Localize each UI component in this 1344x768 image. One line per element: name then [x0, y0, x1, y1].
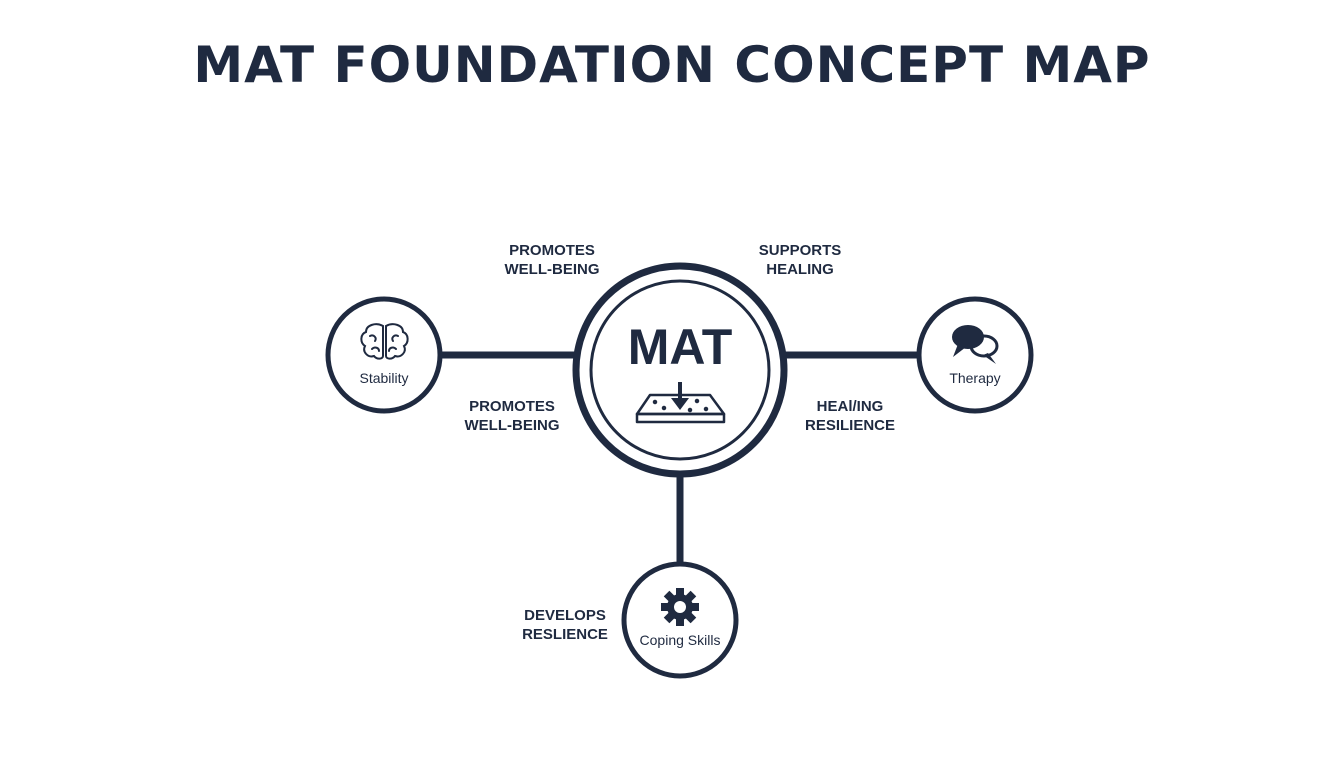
edge-label-line: PROMOTES: [509, 242, 595, 259]
therapy-label: Therapy: [949, 370, 1001, 386]
edge-label-line: DEVELOPS: [524, 607, 606, 624]
mattress-download-icon: [635, 382, 726, 424]
chat-bubbles-icon: [952, 325, 999, 364]
edge-label-line: HEAl/ING: [816, 398, 884, 415]
edge-label-line: SUPPORTS: [758, 242, 842, 259]
edge-label-line: PROMOTES: [469, 398, 555, 415]
edge-label-top-left: PROMOTES WELL-BEING: [477, 241, 627, 279]
center-node-label: MAT: [627, 319, 733, 375]
coping-skills-label: Coping Skills: [639, 632, 721, 648]
edge-label-mid-right: HEAl/ING RESILIENCE: [775, 397, 925, 435]
edge-label-line: HEALING: [766, 261, 834, 278]
edge-label-line: WELL-BEING: [464, 417, 560, 434]
center-node: [572, 262, 788, 478]
edge-label-line: WELL-BEING: [504, 261, 600, 278]
brain-icon: [360, 323, 409, 360]
stability-label: Stability: [359, 370, 409, 386]
edge-label-line: RESILIENCE: [804, 417, 895, 434]
edge-label-mid-left: PROMOTES WELL-BEING: [437, 397, 587, 435]
edge-label-top-right: SUPPORTS HEALING: [725, 241, 875, 279]
edge-label-bottom: DEVELOPS RESLIENCE: [490, 606, 640, 644]
edge-label-line: RESLIENCE: [522, 626, 608, 643]
page-title: MAT FOUNDATION CONCEPT MAP: [193, 36, 1151, 94]
gear-icon: [661, 588, 699, 626]
